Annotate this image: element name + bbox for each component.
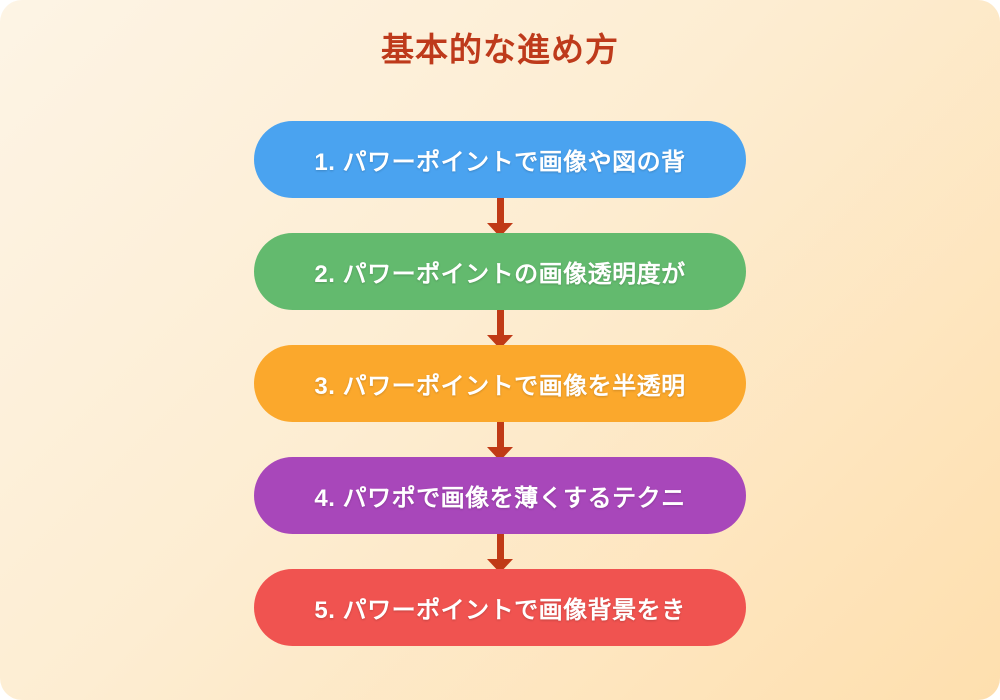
diagram-title: 基本的な進め方 bbox=[381, 31, 619, 68]
arrow-stem bbox=[496, 310, 504, 335]
step-box-5: 5. パワーポイントで画像背景をき bbox=[254, 569, 746, 646]
step-box-3: 3. パワーポイントで画像を半透明 bbox=[254, 345, 746, 422]
step-box-2: 2. パワーポイントの画像透明度が bbox=[254, 233, 746, 310]
arrow-stem bbox=[496, 198, 504, 223]
flow-connector bbox=[487, 422, 513, 461]
step-box-1: 1. パワーポイントで画像や図の背 bbox=[254, 121, 746, 198]
arrow-stem bbox=[496, 422, 504, 447]
arrow-stem bbox=[496, 534, 504, 559]
flow-chart: 1. パワーポイントで画像や図の背 2. パワーポイントの画像透明度が 3. パ… bbox=[254, 121, 746, 646]
flow-connector bbox=[487, 310, 513, 349]
step-box-4: 4. パワポで画像を薄くするテクニ bbox=[254, 457, 746, 534]
flow-connector bbox=[487, 534, 513, 573]
flow-connector bbox=[487, 198, 513, 237]
